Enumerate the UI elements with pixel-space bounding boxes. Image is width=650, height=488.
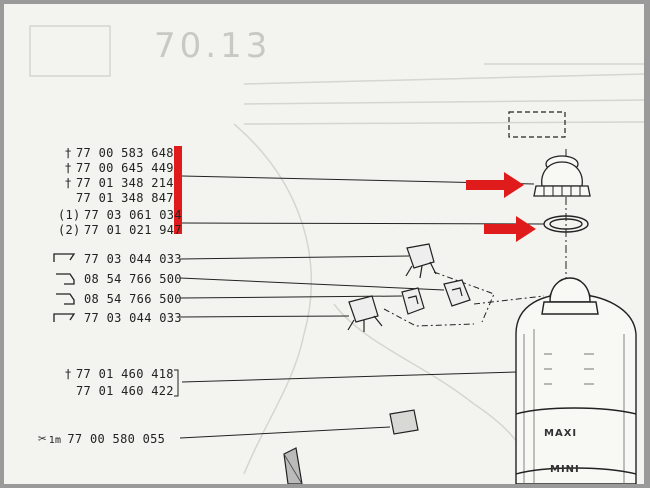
part-row-3: † 77 01 348 214 [58,176,174,190]
ghost-page-code: 70.13 [154,26,272,66]
part-row-7: 77 03 044 033 [84,252,182,266]
dashed-part-outline [508,111,566,138]
part-row-4: 77 01 348 847 [58,191,174,205]
clip-left-icon [53,253,76,262]
part-number: 77 00 583 648 [76,146,174,160]
part-number: 77 01 348 214 [76,176,174,190]
part-marker: † [64,161,72,175]
part-row-10: 77 03 044 033 [84,311,182,325]
hose-clip [405,243,437,279]
exploded-diagram [53,111,637,484]
part-row-11: † 77 01 460 418 [58,367,174,381]
highlight-arrow [484,216,536,242]
part-row-8: 08 54 766 500 [84,272,182,286]
clip-left-icon [53,313,76,322]
part-marker: † [64,146,72,160]
part-row-12: 77 01 460 422 [58,384,174,398]
reservoir-cap [533,155,591,197]
part-marker: (1) [58,208,81,222]
foam-pad [389,409,419,435]
part-number: 77 01 460 418 [76,367,174,381]
clip-right-icon [56,293,75,305]
partial-bracket [283,447,303,484]
clip-right-icon [56,273,75,285]
part-marker: † [64,176,72,190]
part-row-9: 08 54 766 500 [84,292,182,306]
part-row-6: (2)77 01 021 947 [58,223,182,237]
part-number: 77 00 645 449 [76,161,174,175]
part-row-5: (1)77 03 061 034 [58,208,182,222]
part-number: 77 00 580 055 [67,432,166,446]
hose-clip [401,287,425,315]
highlight-arrow [466,172,524,198]
part-number: 08 54 766 500 [84,292,182,306]
scissors-icon: ✂ [38,431,47,447]
part-number: 77 01 348 847 [76,191,174,205]
part-number: 08 54 766 500 [84,272,182,286]
highlight-bar [174,146,182,234]
part-number: 77 01 460 422 [76,384,174,398]
part-row-2: † 77 00 645 449 [58,161,174,175]
hose-clip [443,279,471,307]
part-number: 77 03 044 033 [84,252,182,266]
mini-label: MINI [550,464,580,475]
maxi-label: MAXI [544,428,578,439]
catalog-page: 70.13 † 77 00 583 648 † 77 00 645 449 † 77 … [4,4,644,484]
seal-ring [543,215,589,233]
part-number: 77 03 044 033 [84,311,182,325]
part-marker: (2) [58,223,81,237]
part-marker: † [64,367,72,381]
part-row-1: † 77 00 583 648 [58,146,174,160]
part-row-13: ✂1m 77 00 580 055 [38,431,165,447]
hose-clip [347,295,383,332]
part-marker: 1m [48,435,62,446]
part-number: 77 01 021 947 [84,223,182,237]
part-number: 77 03 061 034 [84,208,182,222]
fluid-reservoir [515,277,637,484]
